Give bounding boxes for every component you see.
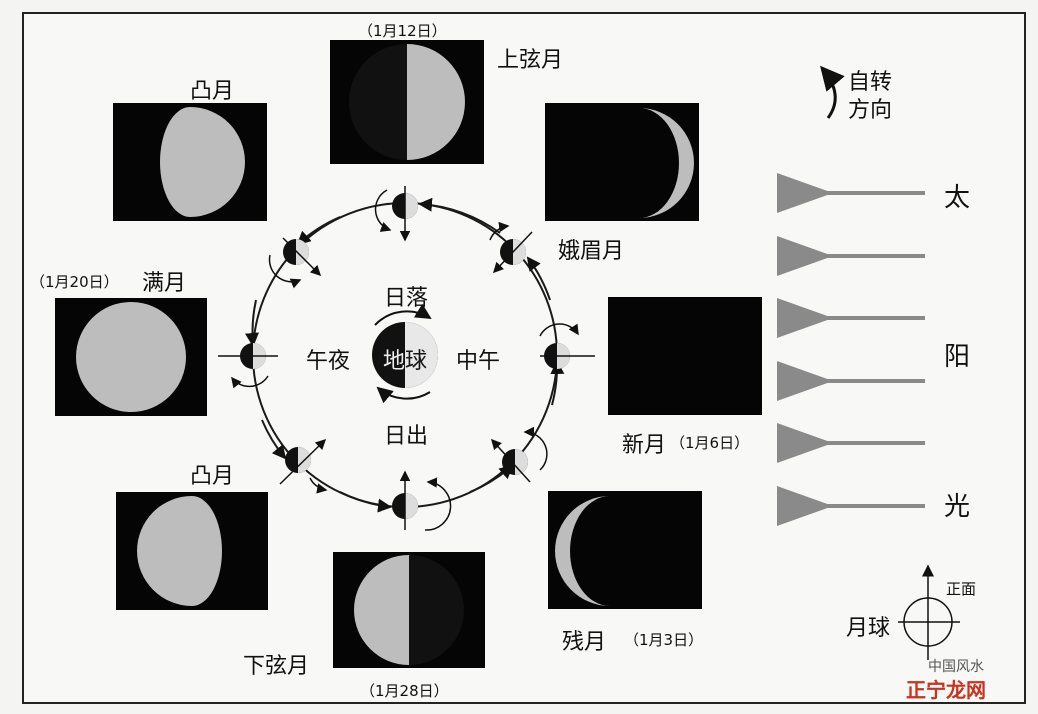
rotation-line1: 自转	[848, 70, 893, 95]
sunset-label: 日落	[384, 286, 429, 311]
orbit-moon	[539, 323, 595, 369]
last-quarter-photo	[333, 552, 485, 668]
gibbous-upper-label: 凸月	[190, 79, 235, 104]
first-quarter-date: （1月12日）	[358, 22, 447, 40]
earth-label: 地球	[383, 349, 428, 374]
orbit-moon	[392, 470, 452, 531]
orbit-arrow	[418, 197, 501, 234]
rotation-arrow-icon	[820, 65, 845, 119]
sunrise-label: 日出	[384, 424, 429, 449]
sunlight-arrows	[777, 173, 925, 526]
first-quarter-photo	[330, 40, 484, 164]
moon-legend-label: 月球	[846, 616, 891, 641]
new-moon-photo	[608, 297, 762, 415]
orbit-arrow	[339, 491, 392, 513]
orbit-moon	[279, 438, 328, 494]
earth	[372, 303, 438, 404]
watermark-logo: 正宁龙网	[906, 678, 986, 702]
orbit-arrow	[526, 256, 551, 301]
waxing-crescent-label: 娥眉月	[558, 239, 625, 264]
last-quarter-date: （1月28日）	[360, 682, 449, 700]
gibbous-lower-photo	[116, 492, 268, 610]
noon-label: 中午	[456, 349, 501, 374]
new-moon-date: （1月6日）	[670, 434, 750, 452]
waning-crescent-date: （1月3日）	[624, 631, 704, 649]
watermark-text: 中国风水	[928, 659, 984, 675]
orbit-moon	[374, 186, 418, 242]
gibbous-lower-label: 凸月	[190, 464, 235, 489]
waning-crescent-label: 残月	[562, 630, 607, 655]
gibbous-upper-photo	[113, 103, 267, 221]
sunlight-char-3: 光	[944, 492, 971, 522]
sunlight-char-2: 阳	[944, 342, 971, 372]
new-moon-label: 新月	[622, 433, 667, 458]
orbit-moon	[489, 221, 533, 274]
orbit-moon	[218, 343, 278, 389]
moon-legend-icon	[898, 564, 960, 660]
waxing-crescent-photo	[545, 103, 699, 221]
full-moon-photo	[55, 298, 207, 416]
orbit-arrow	[261, 419, 287, 460]
sunlight-char-1: 太	[944, 183, 971, 213]
last-quarter-label: 下弦月	[243, 654, 310, 679]
orbit-moon	[490, 426, 548, 483]
midnight-label: 午夜	[306, 349, 351, 374]
waning-crescent-photo	[548, 491, 702, 609]
rotation-line2: 方向	[848, 98, 893, 123]
moon-legend-front: 正面	[946, 580, 977, 598]
orbit-moon	[268, 237, 322, 289]
full-moon-label: 满月	[142, 271, 187, 296]
first-quarter-label: 上弦月	[497, 48, 564, 73]
full-moon-date: （1月20日）	[30, 273, 119, 291]
